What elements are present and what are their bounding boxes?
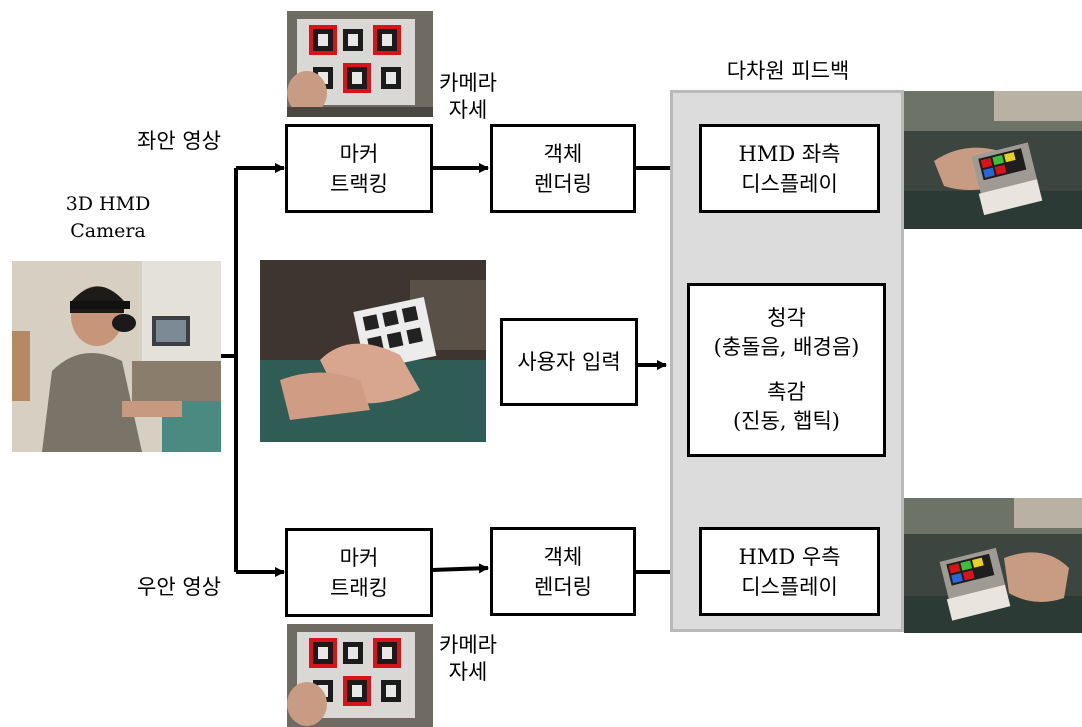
marker-tracking-bottom-box: 마커 트래킹 [285, 528, 433, 617]
hands-marker-photo [260, 260, 486, 442]
camera-label-line1: 3D HMD [65, 193, 151, 215]
marker-card-photo-top [287, 11, 433, 117]
camera-pose-bottom-line2: 자세 [448, 660, 488, 684]
object-rendering-bottom-box: 객체 렌더링 [490, 527, 636, 616]
box-line: 디스플레이 [741, 574, 838, 599]
camera-pose-bottom-label: 카메라 자세 [432, 632, 504, 686]
left-image-label: 좌안 영상 [137, 129, 221, 153]
box-line: 트랙킹 [330, 171, 388, 196]
box-line: 객체 [543, 544, 583, 569]
box-line: (진동, 햅틱) [732, 409, 841, 433]
camera-pose-top-label: 카메라 자세 [432, 70, 504, 124]
right-image-label: 우안 영상 [137, 575, 221, 599]
box-line: 객체 [543, 141, 583, 166]
box-line: 디스플레이 [741, 171, 838, 196]
box-line: 촉감 [767, 380, 806, 404]
camera-pose-bottom-line1: 카메라 [439, 633, 497, 657]
feedback-detail-box: 청각 (충돌음, 배경음) 촉감 (진동, 햅틱) [687, 283, 886, 457]
camera-label: 3D HMD Camera [48, 191, 168, 245]
feedback-title: 다차원 피드백 [726, 59, 850, 83]
marker-grid [309, 25, 401, 93]
box-line: 마커 [339, 545, 379, 570]
hmd-left-display-box: HMD 좌측 디스플레이 [699, 124, 880, 213]
box-line: HMD 좌측 [738, 141, 841, 166]
camera-label-line2: Camera [70, 220, 146, 242]
hmd-user-image [12, 261, 221, 452]
hmd-right-view-photo [904, 498, 1082, 633]
hmd-left-view-image [904, 91, 1082, 229]
box-line: HMD 우측 [738, 544, 841, 569]
hands-marker-image [260, 260, 486, 442]
marker-card-photo-bottom [287, 624, 433, 727]
box-line: 렌더링 [534, 574, 592, 599]
marker-card-image [287, 11, 433, 117]
hmd-right-view-image [904, 498, 1082, 633]
box-line: 렌더링 [534, 171, 592, 196]
box-line: (충돌음, 배경음) [713, 335, 860, 359]
camera-pose-top-line1: 카메라 [439, 71, 497, 95]
arrow-marker-to-render-bottom [431, 563, 489, 574]
hmd-user-photo [12, 261, 221, 452]
marker-tracking-top-box: 마커 트랙킹 [285, 124, 433, 213]
user-input-box: 사용자 입력 [500, 318, 638, 406]
box-line: 청각 [767, 306, 806, 330]
box-line: 마커 [339, 141, 379, 166]
object-rendering-top-box: 객체 렌더링 [490, 124, 636, 213]
camera-pose-top-line2: 자세 [448, 98, 488, 122]
hmd-left-view-photo [904, 91, 1082, 229]
marker-card-image [287, 624, 433, 727]
box-line: 사용자 입력 [517, 350, 621, 374]
hmd-right-display-box: HMD 우측 디스플레이 [699, 527, 880, 616]
box-line: 트래킹 [330, 575, 388, 600]
